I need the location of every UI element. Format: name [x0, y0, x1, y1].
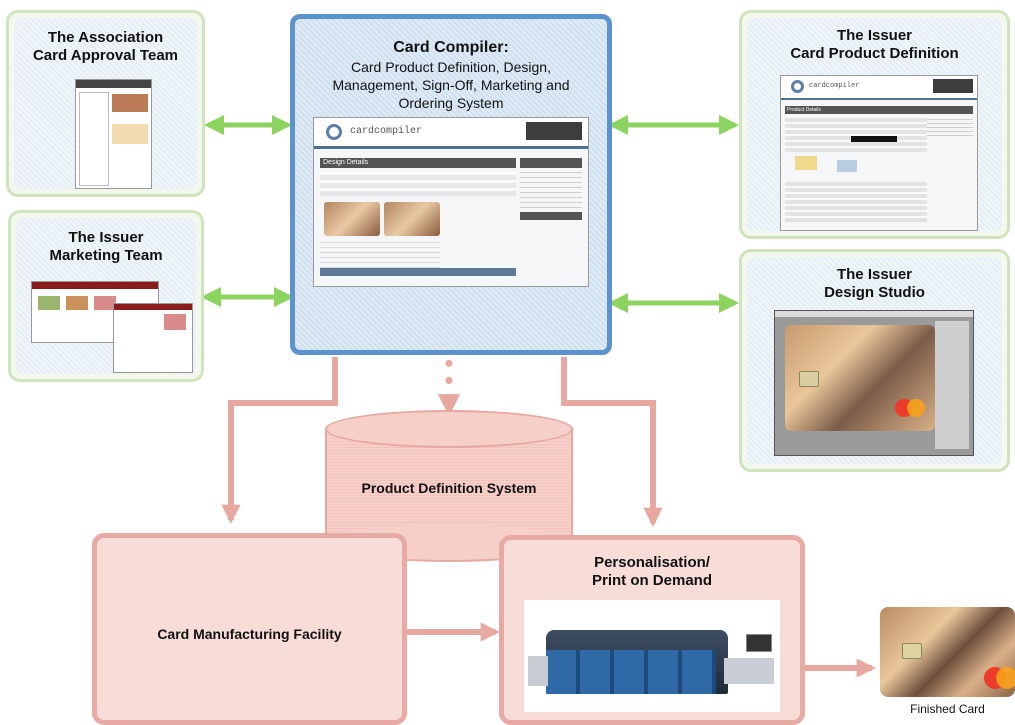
finished-card-label: Finished Card — [910, 702, 985, 716]
arrow-compiler-personalisation — [561, 357, 663, 527]
compiler-card-image-2 — [384, 202, 440, 236]
product-logo-text: cardcompiler — [809, 82, 860, 90]
association-title-line1: The Association — [47, 29, 164, 46]
product-screenshot: cardcompiler Product Details — [780, 75, 978, 231]
compiler-logo-text: cardcompiler — [350, 126, 423, 137]
issuer-marketing-title-line1: The Issuer — [68, 229, 144, 246]
issuer-design-box: The Issuer Design Studio — [739, 249, 1010, 472]
compiler-logo-icon — [326, 124, 342, 140]
finished-card-chip-icon — [902, 643, 922, 659]
association-box: The Association Card Approval Team — [6, 10, 205, 197]
issuer-design-title-line2: Design Studio — [824, 284, 925, 301]
card-compiler-box: Card Compiler: Card Product Definition, … — [290, 14, 612, 355]
issuer-design-title-line1: The Issuer — [836, 266, 913, 283]
issuer-product-title-line2: Card Product Definition — [790, 45, 959, 62]
product-section-header: Product Details — [785, 106, 927, 114]
personalisation-title-line2: Print on Demand — [591, 572, 712, 589]
product-logo-icon — [791, 80, 804, 93]
compiler-title: Card Compiler: — [393, 39, 509, 56]
manufacturing-label: Card Manufacturing Facility — [157, 626, 342, 642]
personalisation-title-line1: Personalisation/ — [594, 554, 710, 571]
issuer-marketing-box: The Issuer Marketing Team — [8, 210, 204, 382]
printer-image — [524, 600, 780, 712]
design-mastercard-logo — [895, 399, 925, 417]
design-chip-icon — [799, 371, 819, 387]
finished-card-image — [880, 607, 1015, 697]
issuer-marketing-title-line2: Marketing Team — [49, 247, 163, 264]
compiler-section-header: Design Details — [320, 158, 516, 168]
personalisation-box: Personalisation/ Print on Demand — [499, 535, 805, 725]
association-screenshot — [75, 79, 152, 189]
association-title-line2: Card Approval Team — [32, 47, 179, 64]
issuer-product-title-line1: The Issuer — [836, 27, 913, 44]
compiler-line-3: Ordering System — [398, 95, 504, 111]
marketing-screenshot-front — [113, 303, 193, 373]
compiler-card-image-1 — [324, 202, 380, 236]
compiler-line-1: Card Product Definition, Design, — [351, 59, 551, 75]
compiler-screenshot: cardcompiler Design Details — [313, 117, 589, 287]
design-screenshot — [774, 310, 974, 456]
database-label: Product Definition System — [361, 480, 537, 496]
arrow-compiler-manufacturing — [221, 357, 338, 524]
manufacturing-box: Card Manufacturing Facility — [92, 533, 407, 725]
issuer-product-box: The Issuer Card Product Definition cardc… — [739, 10, 1010, 239]
compiler-line-2: Management, Sign-Off, Marketing and — [332, 77, 570, 93]
finished-card-mastercard-logo — [984, 667, 1015, 689]
